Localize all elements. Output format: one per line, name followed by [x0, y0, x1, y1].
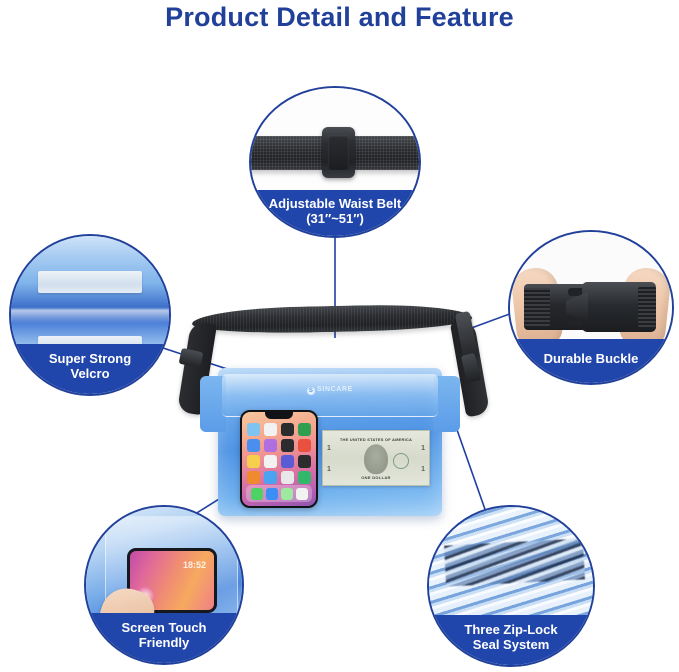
phone-app-icon	[298, 455, 311, 468]
bill-seal	[393, 453, 409, 469]
pouch-flap	[222, 374, 438, 417]
callout-label-super-strong-velcro: Super Strong Velcro	[11, 344, 169, 394]
phone-app-icon	[264, 471, 277, 484]
callout-super-strong-velcro[interactable]: Super Strong Velcro	[9, 234, 171, 396]
dollar-bill: THE UNITED STATES OF AMERICA 1 1 1 1 ONE…	[322, 430, 430, 486]
phone-app-icon	[264, 455, 277, 468]
callout-durable-buckle[interactable]: Durable Buckle	[508, 230, 674, 385]
callout-screen-touch-friendly[interactable]: 18:52 Screen Touch Friendly	[84, 505, 244, 665]
phone-app-icon	[281, 455, 294, 468]
label-line-1: Durable Buckle	[543, 350, 639, 366]
bill-bottom-text: ONE DOLLAR	[361, 475, 391, 480]
bill-denomination-tr: 1	[421, 445, 425, 452]
phone-app-icon	[264, 423, 277, 436]
phone-app-icon	[281, 471, 294, 484]
callout-label-durable-buckle: Durable Buckle	[510, 339, 672, 383]
phone-dock-icon	[295, 487, 308, 500]
phone-app-icon	[247, 423, 260, 436]
phone-app-icon	[247, 471, 260, 484]
phone-app-icon	[281, 423, 294, 436]
label-line-2: (31″~51″)	[306, 211, 364, 226]
label-line-1: Screen Touch	[121, 620, 207, 636]
phone-app-grid	[247, 423, 311, 484]
smartphone	[240, 410, 318, 508]
bill-denomination-tl: 1	[327, 445, 331, 452]
page-title: Product Detail and Feature	[165, 2, 514, 32]
belt-adjuster-left	[178, 347, 204, 369]
connector-line-buckle	[465, 311, 516, 331]
label-line-1: Three Zip-Lock	[464, 622, 558, 638]
phone-app-icon	[298, 471, 311, 484]
phone-app-icon	[247, 455, 260, 468]
pouch-wing-left	[200, 376, 226, 432]
bill-denomination-br: 1	[421, 466, 425, 473]
phone-dock	[246, 485, 312, 502]
phone-dock-icon	[265, 487, 278, 500]
phone-app-icon	[281, 439, 294, 452]
phone-app-icon	[264, 439, 277, 452]
phone-app-icon	[247, 439, 260, 452]
label-line-1: Super Strong	[48, 351, 132, 367]
label-line-1: Adjustable Waist Belt	[268, 196, 402, 212]
brand-text: SINCARE	[317, 386, 353, 393]
phone-dock-icon	[280, 487, 293, 500]
label-line-2: Seal System	[472, 637, 550, 652]
callout-label-screen-touch-friendly: Screen Touch Friendly	[86, 613, 242, 663]
belt-strap	[191, 303, 473, 335]
callout-label-adjustable-waist-belt: Adjustable Waist Belt (31″~51″)	[251, 190, 419, 236]
label-line-2: Velcro	[70, 366, 110, 381]
bill-denomination-bl: 1	[327, 466, 331, 473]
brand-mark: S	[307, 387, 316, 395]
pouch-wing-right	[434, 376, 460, 432]
bill-top-text: THE UNITED STATES OF AMERICA	[339, 437, 413, 442]
callout-adjustable-waist-belt[interactable]: Adjustable Waist Belt (31″~51″)	[249, 86, 421, 238]
callout-label-three-zip-lock-seal-system: Three Zip-Lock Seal System	[429, 615, 593, 665]
callout-three-zip-lock-seal-system[interactable]: Three Zip-Lock Seal System	[427, 505, 595, 667]
phone-app-icon	[298, 423, 311, 436]
label-line-2: Friendly	[138, 635, 190, 650]
phone-app-icon	[298, 439, 311, 452]
phone-notch	[265, 412, 293, 419]
phone-dock-icon	[250, 487, 263, 500]
bill-portrait	[364, 444, 388, 475]
